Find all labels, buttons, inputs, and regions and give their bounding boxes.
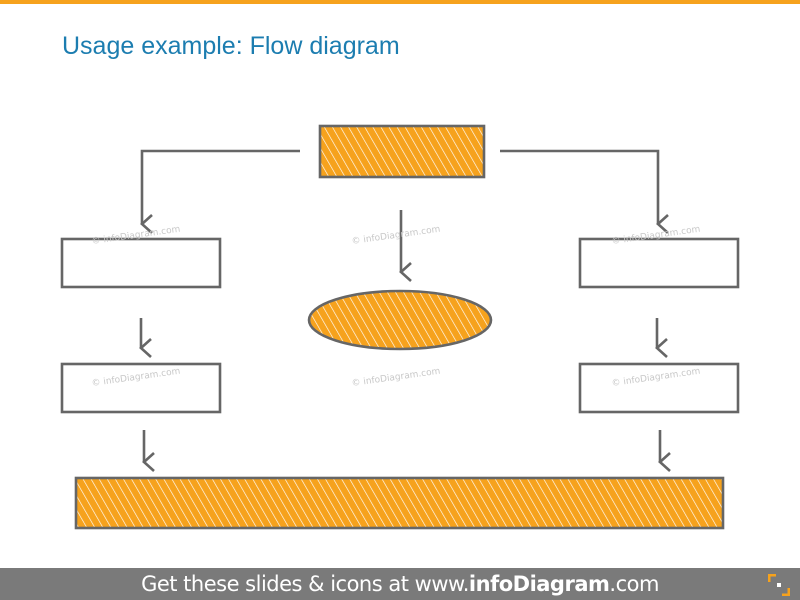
top-process-box	[318, 124, 486, 179]
svg-text:© infoDiagram.com: © infoDiagram.com	[351, 367, 441, 389]
footer-prefix: Get these slides & icons at www.	[141, 572, 469, 596]
footer-banner[interactable]: Get these slides & icons at www.infoDiag…	[0, 568, 800, 600]
svg-text:© infoDiagram.com: © infoDiagram.com	[351, 225, 441, 247]
footer-brand: infoDiagram	[468, 572, 610, 596]
slide-title: Usage example: Flow diagram	[62, 32, 400, 60]
left-box-1	[60, 237, 222, 289]
right-box-2	[578, 362, 740, 414]
bottom-result-bar	[74, 476, 725, 530]
right-connector-arrow	[500, 149, 669, 234]
decision-ellipse	[307, 289, 493, 351]
left-box-2	[60, 362, 222, 414]
left-connector-arrow	[140, 149, 300, 234]
top-accent-bar	[0, 0, 800, 4]
footer-suffix: .com	[609, 572, 659, 596]
infodiagram-logo-icon	[768, 574, 790, 596]
right-box-1	[578, 237, 740, 289]
